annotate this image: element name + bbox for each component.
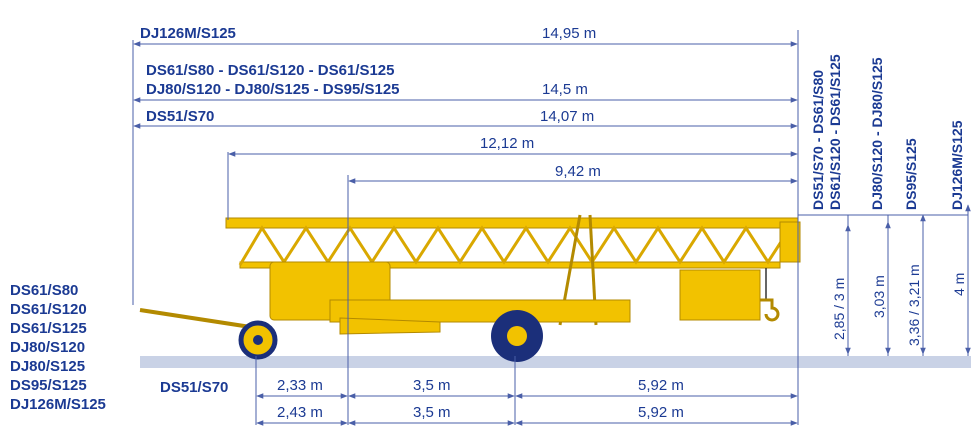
left-model-3: DJ80/S120 [10, 339, 85, 356]
left-model-6: DJ126M/S125 [10, 396, 106, 413]
row2-value: 14,5 m [542, 81, 588, 98]
rear-wheel-hub [507, 326, 527, 346]
col4-header: DJ126M/S125 [949, 120, 965, 210]
bottom-row2-value-2: 5,92 m [638, 404, 684, 421]
jib-tip [779, 221, 801, 263]
outrigger [339, 317, 441, 335]
left-model-0: DS61/S80 [10, 282, 78, 299]
row3-value: 14,07 m [540, 108, 594, 125]
bottom-row2-value-0: 2,43 m [277, 404, 323, 421]
bottom-row1-value-0: 2,33 m [277, 377, 323, 394]
col1-value: 2,85 / 3 m [831, 278, 847, 340]
row1-value: 14,95 m [542, 25, 596, 42]
left-model-list: DS61/S80 DS61/S120 DS61/S125 DJ80/S120 D… [10, 282, 106, 413]
row2-model-line1: DS61/S80 - DS61/S120 - DS61/S125 [146, 62, 394, 79]
col1-header-line2: DS61/S120 - DS61/S125 [827, 54, 843, 210]
row1-model-label: DJ126M/S125 [140, 25, 236, 42]
col3-header: DS95/S125 [903, 138, 919, 210]
col3-value: 3,36 / 3,21 m [906, 264, 922, 346]
row4-value: 12,12 m [480, 135, 534, 152]
left-model-2: DS61/S125 [10, 320, 87, 337]
crane-illustration [139, 214, 801, 362]
row2-model-line2: DJ80/S120 - DJ80/S125 - DS95/S125 [146, 81, 400, 98]
col1-header-line1: DS51/S70 - DS61/S80 [810, 70, 826, 210]
bottom-row2-value-1: 3,5 m [413, 404, 451, 421]
left-model-5: DS95/S125 [10, 377, 87, 394]
bottom-row1-value-1: 3,5 m [413, 377, 451, 394]
hook [760, 298, 780, 322]
row5-value: 9,42 m [555, 163, 601, 180]
bottom-row1-value-2: 5,92 m [638, 377, 684, 394]
row3-model-label: DS51/S70 [146, 108, 214, 125]
jib-lattice [238, 225, 792, 266]
left-model-4: DJ80/S125 [10, 358, 85, 375]
crane-frame [329, 299, 631, 323]
ballast-block [679, 269, 761, 321]
front-wheel-hub [253, 335, 263, 345]
jib-top-chord [225, 217, 799, 229]
left-model-1: DS61/S120 [10, 301, 87, 318]
col2-header: DJ80/S120 - DJ80/S125 [869, 57, 885, 210]
bottom-row1-model: DS51/S70 [160, 379, 228, 396]
col2-value: 3,03 m [871, 275, 887, 318]
col4-value: 4 m [951, 273, 967, 296]
